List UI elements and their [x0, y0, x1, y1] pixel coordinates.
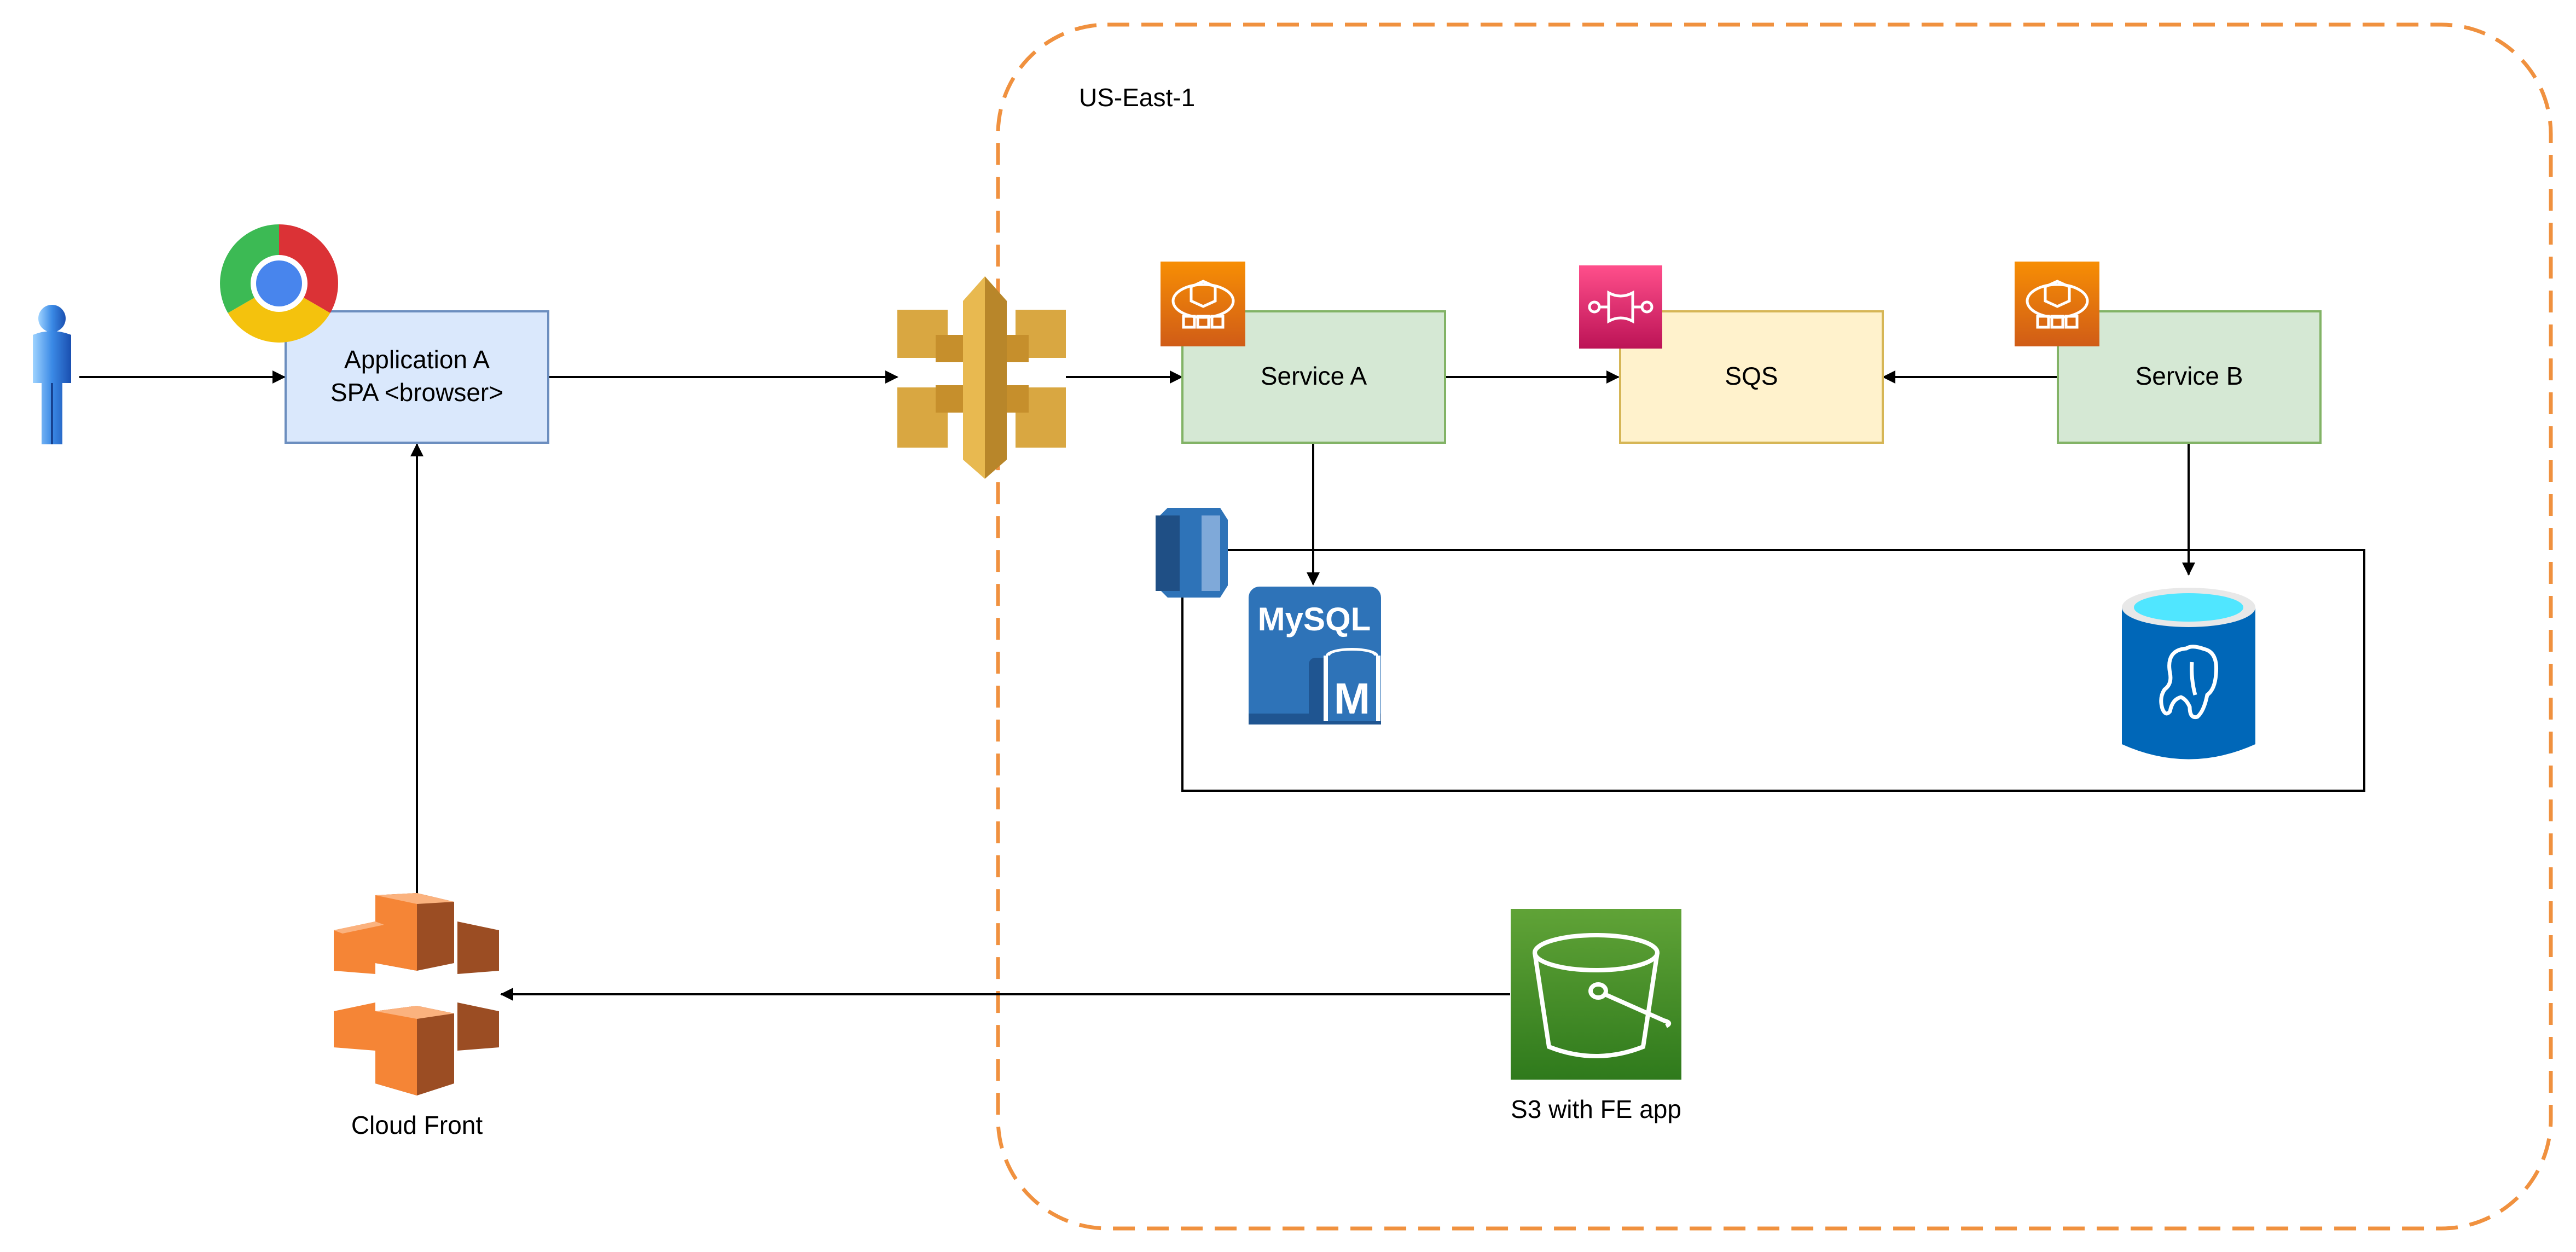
- sqs-icon: [1579, 265, 1662, 349]
- rds-group-box: [1181, 549, 2365, 792]
- s3-bucket-icon[interactable]: [1511, 909, 1681, 1080]
- service-a-label: Service A: [1261, 362, 1367, 390]
- mysql-icon: MySQL M: [1249, 587, 1381, 724]
- postgresql-icon: [2122, 588, 2255, 760]
- rds-icon: [1156, 508, 1228, 598]
- arrowhead: [1307, 572, 1320, 586]
- fargate-icon: [1161, 262, 1245, 346]
- mysql-title: MySQL: [1258, 601, 1371, 637]
- service-b-label: Service B: [2136, 362, 2243, 390]
- arrowheads: [272, 370, 2195, 1001]
- arrowhead: [2182, 563, 2195, 576]
- sqs-label: SQS: [1725, 362, 1778, 390]
- sqs-box[interactable]: [1619, 310, 1884, 444]
- region-boundary: [996, 22, 2553, 1231]
- user-icon[interactable]: [33, 305, 71, 444]
- arrowhead: [1882, 370, 1895, 384]
- arrowhead: [1170, 370, 1183, 384]
- connectors: [79, 376, 2190, 995]
- fargate-icon: [2015, 262, 2099, 346]
- cloudfront-icon[interactable]: [334, 893, 499, 1096]
- arrowhead: [885, 370, 898, 384]
- region-label: US-East-1: [1079, 83, 1195, 112]
- cloudfront-label: Cloud Front: [351, 1111, 483, 1139]
- api-gateway-icon[interactable]: [897, 276, 1066, 479]
- application-a-box[interactable]: [285, 310, 549, 444]
- s3-label: S3 with FE app: [1511, 1095, 1681, 1123]
- chrome-icon: [220, 224, 338, 343]
- arrowhead: [500, 988, 513, 1001]
- arrowhead: [1606, 370, 1620, 384]
- service-b-box[interactable]: [2057, 310, 2322, 444]
- arrowhead: [410, 443, 423, 456]
- application-a-subtitle: SPA <browser>: [330, 378, 503, 407]
- application-a-title: Application A: [344, 345, 490, 374]
- arrowhead: [272, 370, 286, 384]
- mysql-badge: M: [1334, 674, 1371, 723]
